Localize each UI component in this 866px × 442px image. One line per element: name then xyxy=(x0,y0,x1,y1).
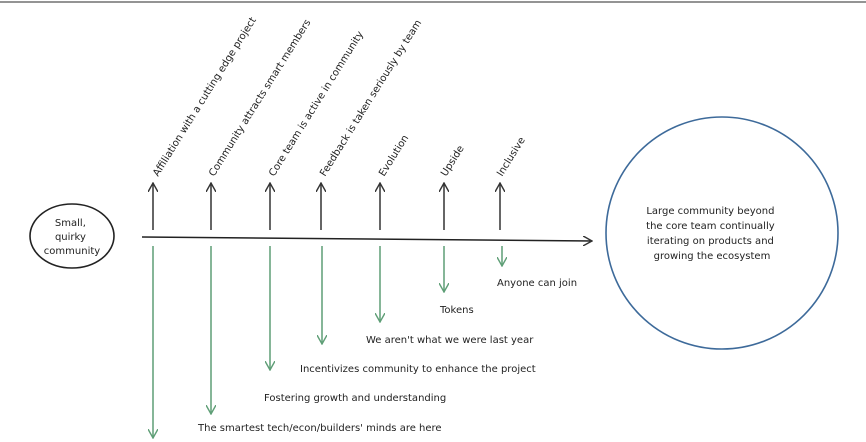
down-label-1: The smartest tech/econ/builders' minds a… xyxy=(197,423,442,434)
down-label-3: Incentivizes community to enhance the pr… xyxy=(300,364,536,375)
end-node-line-1: Large community beyond xyxy=(646,206,774,217)
down-label-4: We aren't what we were last year xyxy=(366,335,534,346)
down-arrows-group xyxy=(153,246,502,438)
start-node-line-3: community xyxy=(44,246,100,257)
start-node-line-1: Small, xyxy=(55,218,86,229)
start-node-line-2: quirky xyxy=(55,232,86,243)
up-label-4: Feedback is taken seriously by team xyxy=(318,18,424,178)
up-label-6: Upside xyxy=(439,144,466,179)
start-node-ellipse xyxy=(29,203,115,269)
down-label-6: Anyone can join xyxy=(497,278,577,289)
end-node-line-2: the core team continually xyxy=(646,221,775,232)
up-label-1: Affiliation with a cutting edge project xyxy=(151,15,259,178)
up-label-5: Evolution xyxy=(377,133,411,178)
down-labels-group: The smartest tech/econ/builders' minds a… xyxy=(197,278,577,434)
end-node-circle xyxy=(605,116,839,350)
up-arrows-group xyxy=(153,183,500,230)
start-node-text: Small, quirky community xyxy=(44,218,100,257)
down-label-5: Tokens xyxy=(439,305,474,316)
end-node-text: Large community beyond the core team con… xyxy=(646,206,778,262)
up-label-2: Community attracts smart members xyxy=(207,18,313,179)
main-timeline-arrow xyxy=(141,237,592,241)
up-label-7: Inclusive xyxy=(495,135,528,178)
up-labels-group: Affiliation with a cutting edge project … xyxy=(151,15,528,178)
end-node-line-3: iterating on products and xyxy=(647,236,774,247)
end-node-line-4: growing the ecosystem xyxy=(654,251,771,262)
down-label-2: Fostering growth and understanding xyxy=(264,393,446,404)
